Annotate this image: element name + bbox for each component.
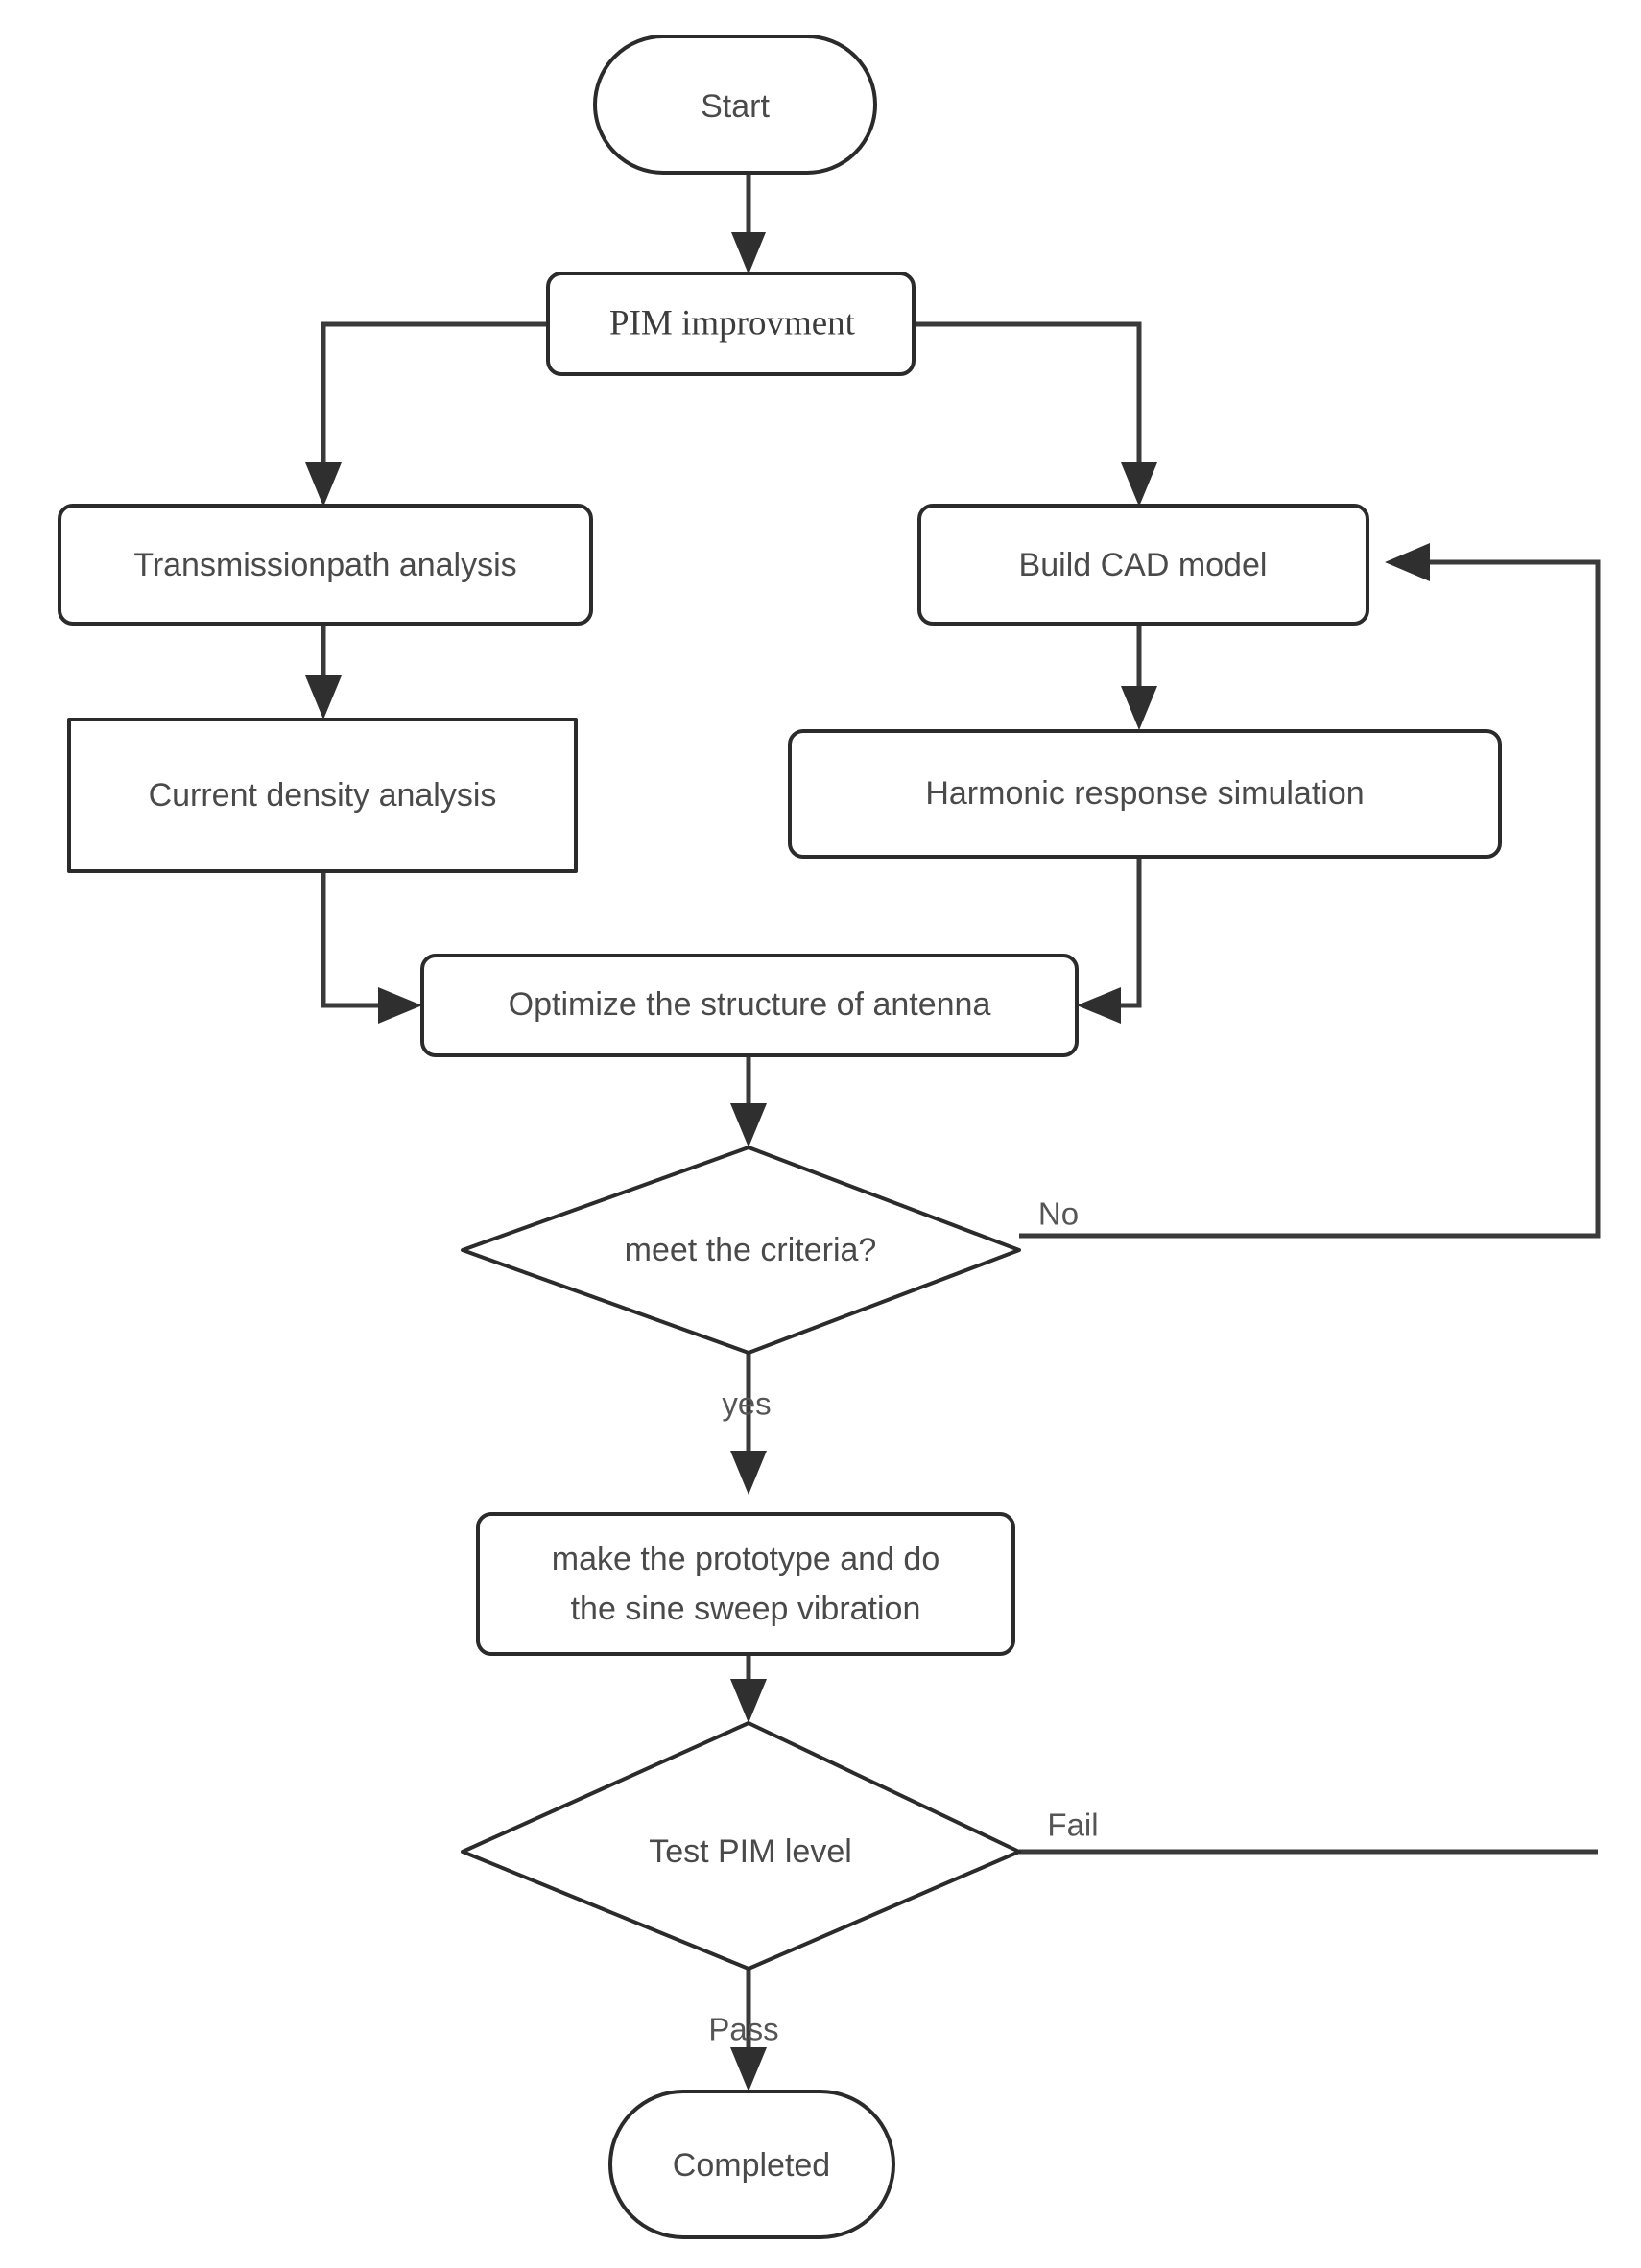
- node-make-prototype[interactable]: make the prototype and do the sine sweep…: [476, 1512, 1015, 1656]
- edge-line: [914, 321, 1142, 480]
- arrowhead-icon: [305, 675, 342, 720]
- node-transmissionpath-analysis[interactable]: Transmissionpath analysis: [58, 504, 593, 626]
- edge-criteria-no-to-cad: [1019, 543, 1601, 1239]
- arrowhead-icon: [730, 1451, 767, 1495]
- arrowhead-icon: [731, 232, 766, 274]
- node-optimize-structure-shape: [420, 954, 1079, 1057]
- node-start[interactable]: Start: [593, 35, 877, 175]
- edge-optimize-to-criteria: [730, 1055, 767, 1147]
- node-start-shape: [593, 35, 877, 175]
- edge-line: [1019, 559, 1601, 1239]
- node-harmonic-response-simulation-label: Harmonic response simulation: [925, 775, 1364, 812]
- node-build-cad-model[interactable]: Build CAD model: [917, 504, 1369, 626]
- node-test-pim-level-shape: [461, 1721, 1021, 1971]
- arrowhead-icon: [378, 987, 422, 1024]
- node-pim-improvment[interactable]: PIM improvment: [546, 272, 916, 376]
- arrowhead-icon: [305, 462, 342, 507]
- node-make-prototype-shape: [476, 1512, 1015, 1656]
- node-optimize-structure[interactable]: Optimize the structure of antenna: [420, 954, 1079, 1057]
- node-meet-criteria-shape: [461, 1146, 1021, 1355]
- edge-line: [1108, 857, 1142, 1008]
- node-build-cad-model-label: Build CAD model: [1019, 547, 1268, 583]
- node-transmissionpath-analysis-shape: [58, 504, 593, 626]
- node-completed-label: Completed: [673, 2147, 830, 2184]
- edge-pim-to-cad: [914, 321, 1157, 507]
- node-harmonic-response-simulation-shape: [788, 729, 1502, 859]
- arrowhead-icon: [730, 2047, 767, 2091]
- edge-harmonic-to-optimize: [1077, 857, 1142, 1024]
- node-start-label: Start: [701, 88, 770, 125]
- arrowhead-icon: [1121, 462, 1157, 507]
- edge-label-yes: yes: [722, 1386, 771, 1422]
- node-pim-improvment-shape: [546, 272, 916, 376]
- edge-pim-to-transmission: [305, 321, 548, 507]
- edge-label-pass: Pass: [708, 2012, 778, 2047]
- arrowhead-icon: [730, 1103, 767, 1147]
- node-meet-criteria-label: meet the criteria?: [625, 1232, 877, 1268]
- node-completed-shape: [608, 2090, 895, 2239]
- node-current-density-analysis[interactable]: Current density analysis: [67, 718, 578, 873]
- edge-line: [321, 321, 548, 480]
- edge-start-to-pim: [731, 173, 766, 274]
- edge-cad-to-harmonic: [1121, 624, 1157, 730]
- edge-label-fail: Fail: [1047, 1807, 1098, 1843]
- node-transmissionpath-analysis-label: Transmissionpath analysis: [133, 547, 516, 583]
- arrowhead-icon: [1121, 686, 1157, 730]
- node-completed[interactable]: Completed: [608, 2090, 895, 2239]
- node-harmonic-response-simulation[interactable]: Harmonic response simulation: [788, 729, 1502, 859]
- edge-criteria-yes-to-prototype: [730, 1353, 767, 1495]
- arrowhead-icon: [1077, 987, 1121, 1024]
- node-pim-improvment-label: PIM improvment: [609, 303, 856, 343]
- edge-line: [321, 871, 392, 1008]
- arrowhead-icon: [1385, 543, 1430, 581]
- node-test-pim-level-label: Test PIM level: [649, 1833, 852, 1870]
- edge-current-to-optimize: [321, 871, 422, 1024]
- node-meet-criteria-decision[interactable]: meet the criteria?: [461, 1146, 1021, 1355]
- node-optimize-structure-label: Optimize the structure of antenna: [509, 986, 991, 1023]
- node-current-density-analysis-label: Current density analysis: [149, 777, 497, 814]
- node-make-prototype-label-line2: the sine sweep vibration: [571, 1591, 921, 1627]
- node-current-density-analysis-shape: [67, 718, 578, 873]
- edge-label-no: No: [1038, 1196, 1079, 1232]
- edge-transmission-to-current: [305, 624, 342, 720]
- node-test-pim-level-decision[interactable]: Test PIM level: [461, 1721, 1021, 1971]
- arrowhead-icon: [730, 1679, 767, 1723]
- edge-testpim-pass-to-completed: [730, 1969, 767, 2091]
- node-build-cad-model-shape: [917, 504, 1369, 626]
- node-make-prototype-label-line1: make the prototype and do: [552, 1541, 940, 1577]
